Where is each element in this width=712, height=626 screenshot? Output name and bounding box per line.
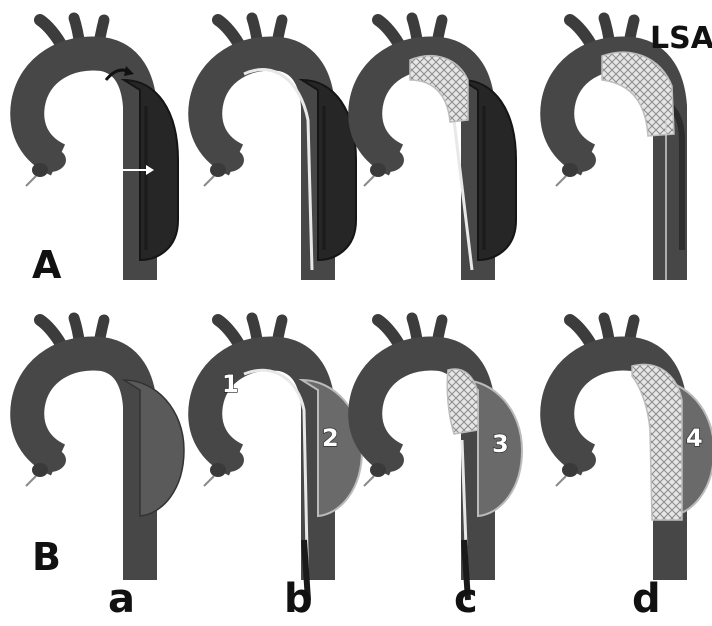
- label-col-c: c: [454, 576, 478, 622]
- panel-a4: [556, 18, 682, 280]
- label-row-b: B: [32, 535, 61, 579]
- row-a: [26, 18, 682, 280]
- label-row-a: A: [32, 243, 62, 287]
- panel-a1: [26, 18, 178, 280]
- panel-bb: [204, 318, 362, 600]
- stent-graft: [632, 364, 682, 520]
- label-col-a: a: [108, 576, 135, 622]
- label-lsa: LSA: [650, 21, 712, 56]
- label-4: 4: [686, 424, 703, 452]
- panel-bc: [364, 318, 522, 600]
- panel-a3: [364, 18, 516, 280]
- label-3: 3: [492, 430, 509, 458]
- label-col-d: d: [632, 576, 661, 622]
- label-col-b: b: [284, 576, 313, 622]
- label-2: 2: [322, 424, 339, 452]
- panel-a2: [204, 18, 356, 280]
- label-1: 1: [222, 370, 239, 398]
- guidewire: [244, 370, 308, 600]
- row-b: [26, 318, 712, 600]
